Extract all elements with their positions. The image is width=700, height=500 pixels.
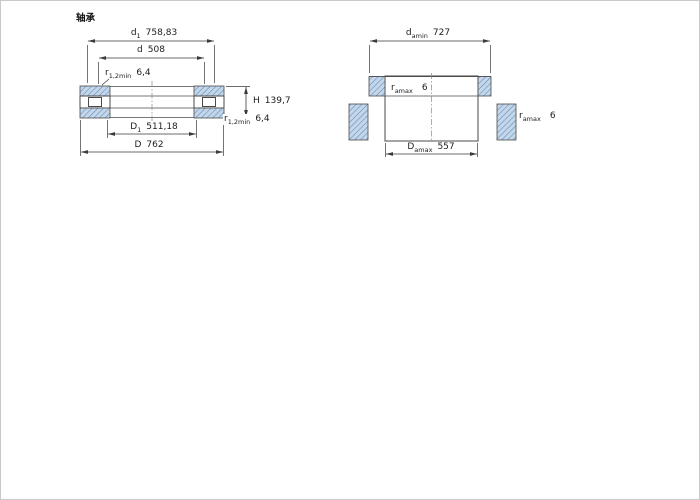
- D-dimension: [80, 120, 224, 156]
- Damax-dimension: [385, 143, 478, 157]
- housing-shoulder-hatch-left: [348, 103, 369, 141]
- dim-value: 758,83: [145, 28, 178, 38]
- dim-symbol: d: [405, 28, 412, 38]
- bearing-section-right: [193, 85, 225, 119]
- dim-value: 511,18: [146, 122, 178, 132]
- dim-label-r12-bottom: r1,2min 6,4: [223, 114, 271, 126]
- housing-washer-hatch: [79, 107, 111, 119]
- dim-subscript: 1,2min: [108, 71, 132, 80]
- damin-dimension: [369, 39, 491, 73]
- bearing-section-left: [79, 85, 111, 119]
- bore-projection-lines: [110, 81, 194, 121]
- dim-value: 508: [147, 45, 165, 55]
- dim-symbol: r: [519, 111, 523, 121]
- dim-subscript: 1,2min: [227, 117, 251, 126]
- dim-subscript: amax: [394, 86, 413, 95]
- dim-value: 557: [437, 142, 455, 152]
- dim-label-ramax-top: ramax 6: [390, 83, 429, 95]
- dim-value: 6,4: [136, 68, 151, 78]
- dim-symbol: d: [137, 45, 143, 55]
- dim-symbol: H: [253, 96, 260, 106]
- left-view-cross-section: [79, 39, 250, 156]
- dim-symbol: d: [130, 28, 137, 38]
- r-top-leader-line: [101, 78, 110, 86]
- shaft-washer-hatch: [193, 85, 225, 97]
- d1-dimension: [87, 39, 215, 83]
- dim-label-r12-top: r1,2min 6,4: [105, 68, 151, 79]
- dim-subscript: 1: [136, 31, 141, 40]
- dim-value: 762: [146, 140, 164, 150]
- dim-label-d1: d1 758,83: [131, 28, 177, 39]
- dim-label-damin: damin 727: [406, 28, 450, 39]
- d-dimension: [98, 56, 205, 84]
- dim-symbol: D: [407, 142, 415, 152]
- roller: [202, 97, 216, 107]
- dim-value: 139,7: [264, 96, 291, 106]
- dim-symbol: r: [224, 114, 228, 124]
- dim-value: 6: [421, 83, 428, 93]
- dim-label-Damax: Damax 557: [407, 142, 454, 153]
- shaft-washer-hatch: [79, 85, 111, 97]
- dim-label-D1: D1 511,18: [130, 122, 178, 133]
- dim-symbol: D: [134, 140, 142, 150]
- dim-value: 6,4: [255, 114, 270, 124]
- dim-label-d: d 508: [137, 45, 165, 56]
- dim-subscript: amax: [522, 114, 541, 123]
- dim-subscript: amax: [414, 145, 433, 154]
- D1-dimension: [107, 120, 197, 138]
- page-title: 轴承: [76, 13, 96, 24]
- dim-label-ramax-side: ramax 6: [519, 111, 556, 122]
- shaft-shoulder-hatch-right: [477, 76, 492, 97]
- dim-symbol: D: [130, 122, 138, 132]
- housing-washer-hatch: [193, 107, 225, 119]
- roller: [88, 97, 102, 107]
- dim-symbol: r: [105, 68, 109, 78]
- dim-label-D: D 762: [134, 140, 163, 151]
- H-dimension: [226, 86, 250, 118]
- dim-symbol: r: [391, 83, 395, 93]
- dim-subscript: amin: [411, 31, 428, 40]
- bearing-technical-drawing: [79, 39, 517, 157]
- dim-value: 727: [432, 28, 451, 38]
- right-view-abutments: [348, 39, 517, 157]
- housing-shoulder-hatch-right: [496, 103, 517, 141]
- dim-value: 6: [549, 111, 556, 121]
- dim-subscript: 1: [137, 125, 142, 134]
- shaft-shoulder-hatch-left: [368, 76, 386, 97]
- dim-label-H: H 139,7: [253, 96, 291, 107]
